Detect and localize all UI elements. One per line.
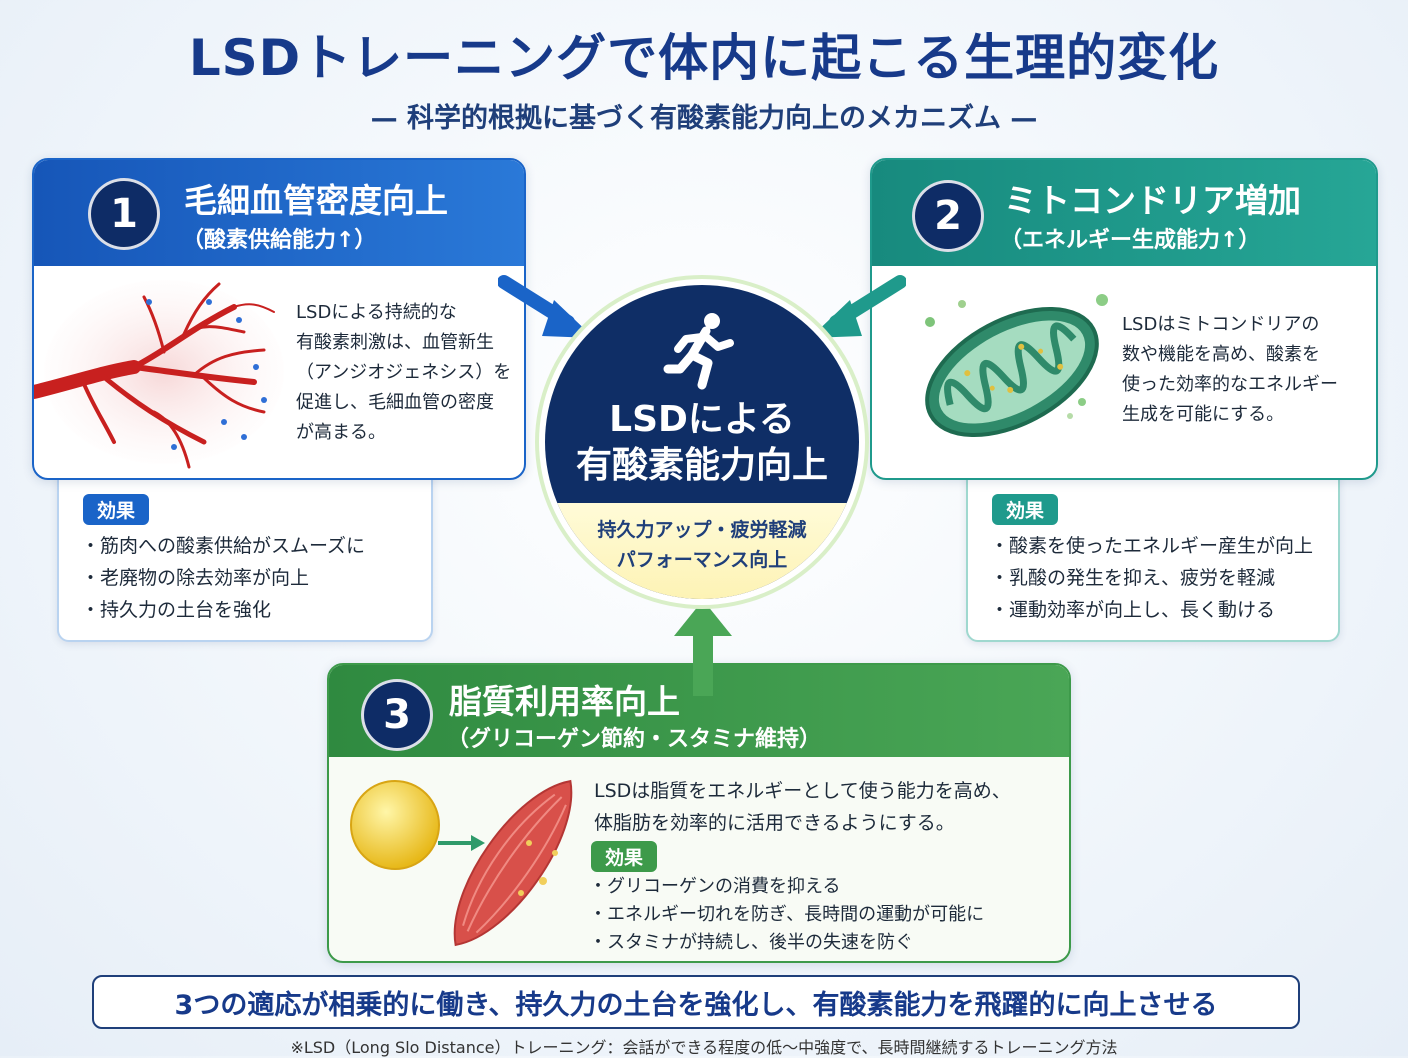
center-band-line: パフォーマンス向上 <box>616 549 788 571</box>
body-line: 使った効率的なエネルギー <box>1122 374 1338 395</box>
panel1-title: 毛細血管密度向上 <box>184 181 448 220</box>
panel1: 1 毛細血管密度向上 （酸素供給能力↑） <box>32 158 526 480</box>
center-title-line: 有酸素能力向上 <box>575 445 828 486</box>
center-band-line: 持久力アップ・疲労軽減 <box>597 519 807 541</box>
conclusion-banner: 3つの適応が相乗的に働き、持久力の土台を強化し、有酸素能力を飛躍的に向上させる <box>92 975 1300 1029</box>
panel2-effects: 効果 ・酸素を使ったエネルギー産生が向上 ・乳酸の発生を抑え、疲労を軽減 ・運動… <box>966 470 1340 642</box>
body-line: が高まる。 <box>296 422 386 443</box>
effect-item: ・乳酸の発生を抑え、疲労を軽減 <box>990 567 1276 589</box>
mitochondria-illustration <box>902 282 1132 452</box>
center-title-line: LSDによる <box>609 399 795 440</box>
runner-icon <box>662 311 742 391</box>
panel1-effect-badge: 効果 <box>83 494 150 525</box>
effect-item: ・スタミナが持続し、後半の失速を防ぐ <box>589 932 913 953</box>
page-subtitle: — 科学的根拠に基づく有酸素能力向上のメカニズム — <box>370 103 1038 134</box>
effect-item: ・エネルギー切れを防ぎ、長時間の運動が可能に <box>589 904 985 925</box>
center-circle: LSDによる 有酸素能力向上 持久力アップ・疲労軽減 パフォーマンス向上 <box>545 285 859 599</box>
body-line: LSDは脂質をエネルギーとして使う能力を高め、 <box>594 780 1011 802</box>
body-line: 体脂肪を効率的に活用できるようにする。 <box>594 812 955 834</box>
body-line: 数や機能を高め、酸素を <box>1122 344 1320 365</box>
panel3: 3 脂質利用率向上 （グリコーゲン節約・スタミナ維持） <box>327 663 1071 963</box>
page-title: LSDトレーニングで体内に起こる生理的変化 <box>188 29 1220 87</box>
arrow-from-panel1 <box>498 275 594 338</box>
panel3-body: LSDは脂質をエネルギーとして使う能力を高め、 体脂肪を効率的に活用できるように… <box>594 775 1011 839</box>
panel2-title: ミトコンドリア増加 <box>1004 181 1301 220</box>
center-title: LSDによる 有酸素能力向上 <box>545 397 859 489</box>
body-line: LSDはミトコンドリアの <box>1122 314 1320 335</box>
body-line: （アンジオジェネシス）を <box>296 362 512 383</box>
body-line: 促進し、毛細血管の密度 <box>296 392 494 413</box>
footnote: ※LSD（Long Slo Distance）トレーニング：会話ができる程度の低… <box>290 1038 1118 1057</box>
panel3-header: 3 脂質利用率向上 （グリコーゲン節約・スタミナ維持） <box>329 665 1069 757</box>
panel2-header: 2 ミトコンドリア増加 （エネルギー生成能力↑） <box>872 160 1376 266</box>
panel1-effect-list: ・筋肉への酸素供給がスムーズに ・老廃物の除去効率が向上 ・持久力の土台を強化 <box>81 530 365 626</box>
panel3-title: 脂質利用率向上 <box>449 682 680 721</box>
effect-item: ・持久力の土台を強化 <box>81 599 272 621</box>
arrow-from-panel3 <box>674 600 732 696</box>
center-band-text: 持久力アップ・疲労軽減 パフォーマンス向上 <box>545 515 859 575</box>
center-band <box>545 503 859 599</box>
body-line: 有酸素刺激は、血管新生 <box>296 332 494 353</box>
capillary-illustration <box>34 272 284 472</box>
panel2-number: 2 <box>912 180 984 252</box>
panel2-subtitle: （エネルギー生成能力↑） <box>1000 228 1261 253</box>
body-line: LSDによる持続的な <box>296 302 457 323</box>
panel1-body: LSDによる持続的な 有酸素刺激は、血管新生 （アンジオジェネシス）を 促進し、… <box>296 298 511 448</box>
panel3-effect-list: ・グリコーゲンの消費を抑える ・エネルギー切れを防ぎ、長時間の運動が可能に ・ス… <box>589 873 984 957</box>
panel1-number: 1 <box>88 178 160 250</box>
panel3-subtitle: （グリコーゲン節約・スタミナ維持） <box>447 727 822 752</box>
effect-item: ・運動効率が向上し、長く動ける <box>990 599 1276 621</box>
arrow-from-panel2 <box>810 275 906 338</box>
panel1-header: 1 毛細血管密度向上 （酸素供給能力↑） <box>34 160 524 266</box>
effect-item: ・筋肉への酸素供給がスムーズに <box>81 535 366 557</box>
panel2-body: LSDはミトコンドリアの 数や機能を高め、酸素を 使った効率的なエネルギー 生成… <box>1122 310 1338 430</box>
panel2: 2 ミトコンドリア増加 （エネルギー生成能力↑） LSDはミトコンドリアの <box>870 158 1378 480</box>
panel2-effect-list: ・酸素を使ったエネルギー産生が向上 ・乳酸の発生を抑え、疲労を軽減 ・運動効率が… <box>990 530 1313 626</box>
panel1-effects: 効果 ・筋肉への酸素供給がスムーズに ・老廃物の除去効率が向上 ・持久力の土台を… <box>57 470 433 642</box>
effect-item: ・老廃物の除去効率が向上 <box>81 567 310 589</box>
fat-to-muscle-illustration <box>343 763 583 953</box>
panel3-effect-badge: 効果 <box>591 841 658 872</box>
body-line: 生成を可能にする。 <box>1122 404 1285 425</box>
effect-item: ・酸素を使ったエネルギー産生が向上 <box>990 535 1314 557</box>
panel2-effect-badge: 効果 <box>992 494 1059 525</box>
effect-item: ・グリコーゲンの消費を抑える <box>589 876 841 897</box>
panel1-subtitle: （酸素供給能力↑） <box>182 228 377 253</box>
panel3-number: 3 <box>361 679 433 751</box>
